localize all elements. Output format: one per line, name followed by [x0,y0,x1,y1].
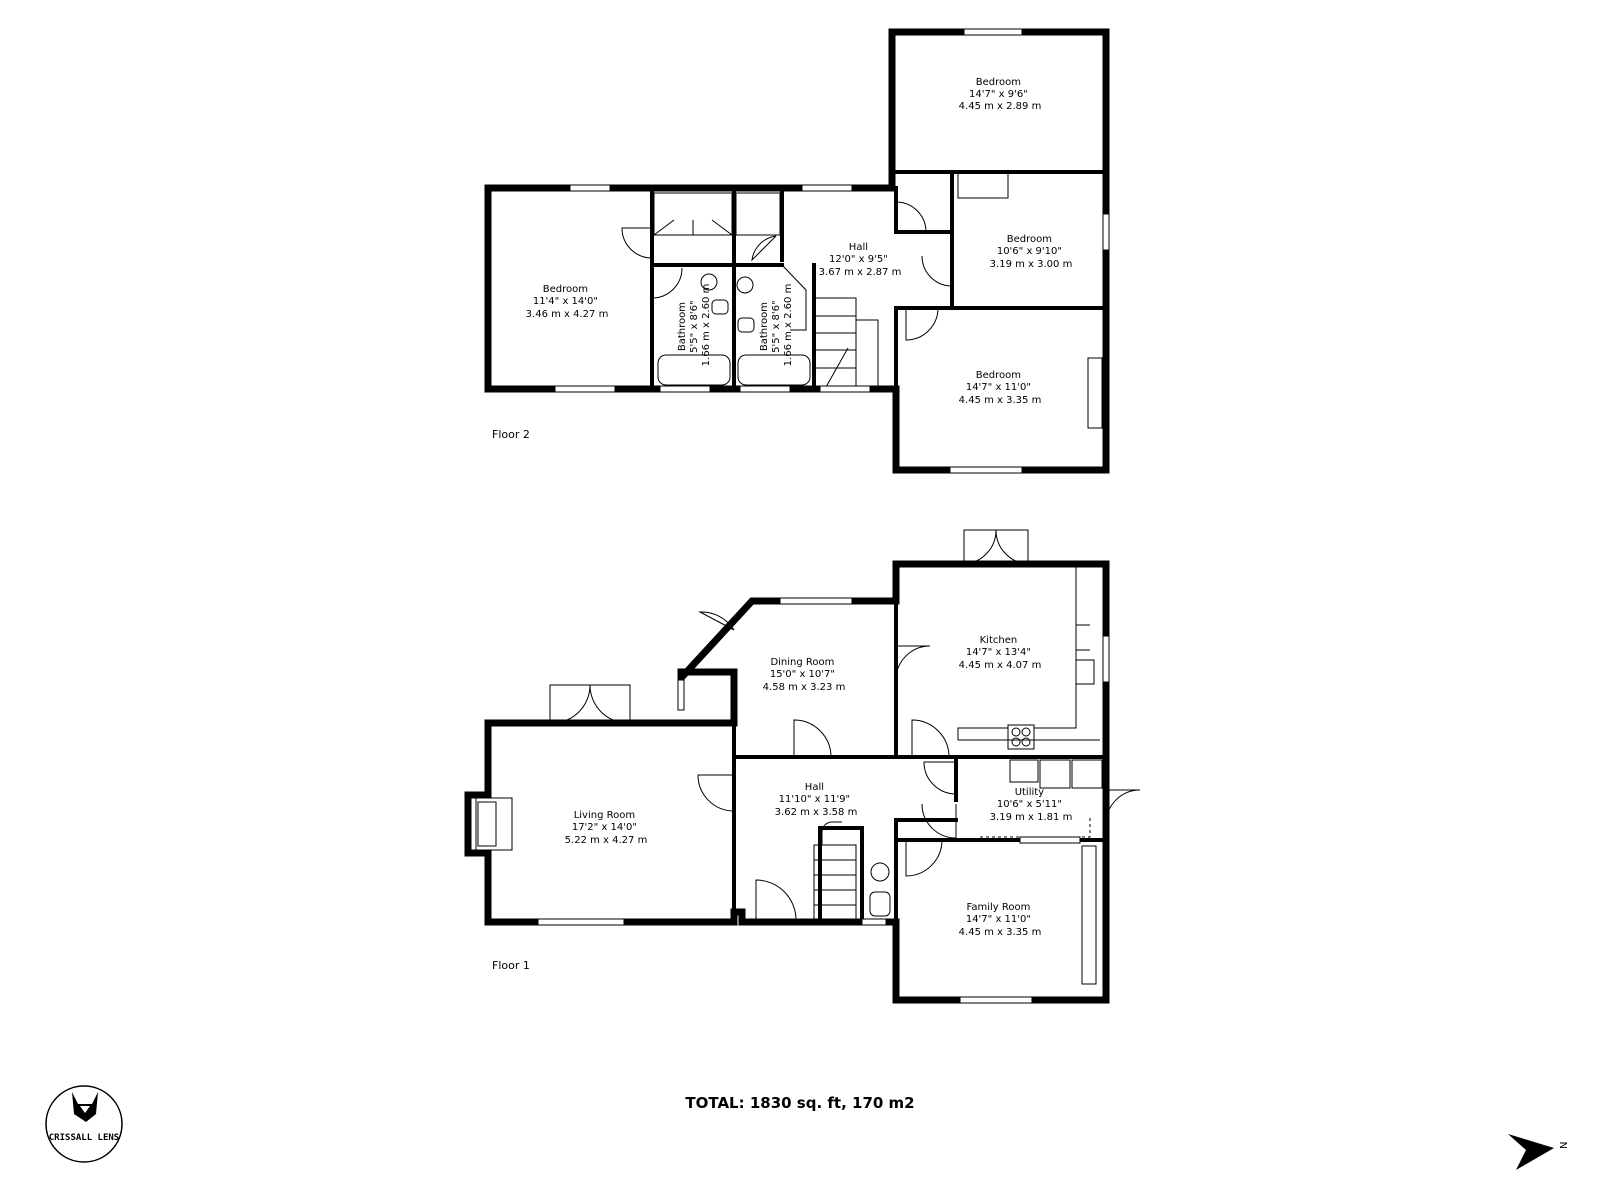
floor-1: Kitchen 14'7" x 13'4" 4.45 m x 4.07 m Di… [464,529,1141,1004]
north-arrow-icon: N [1508,1134,1570,1170]
room-size-metric: 5.22 m x 4.27 m [565,835,648,846]
kitchen-units [957,566,1100,750]
svg-text:Bedroom 14'7" x 9'6": Bedroom 14'7" x 9'6" 4.45 m x 2.89 m [959,77,1042,112]
floor-1-chimney [464,791,492,857]
room-size-imperial: 5'5" x 8'6" [771,300,782,352]
room-size-metric: 1.66 m x 2.60 m [701,284,712,367]
floor-2: Bedroom 14'7" x 9'6" 4.45 m x 2.89 m Hal… [484,28,1110,474]
room-size-imperial: 14'7" x 13'4" [966,647,1031,658]
svg-text:Bathroom 5'5" x 8'6": Bathroom 5'5" x 8'6" 1.66 m x 2.60 m [759,284,794,367]
room-name: Bathroom [677,302,688,351]
family-room-unit [1081,845,1097,985]
svg-text:Hall 11'10" x 11'9": Hall 11'10" x 11'9" 3.62 m x 3.58 m [775,782,858,818]
svg-text:Dining Room 15'0" x 10'7: Dining Room 15'0" x 10'7" 4.58 m x 3.23 … [763,657,846,693]
room-size-imperial: 17'2" x 14'0" [572,822,637,833]
floor-1-windows [537,597,1110,1004]
room-size-imperial: 10'6" x 5'11" [997,799,1062,810]
room-size-imperial: 14'7" x 11'0" [966,382,1031,393]
room-size-imperial: 15'0" x 10'7" [770,669,835,680]
room-size-imperial: 12'0" x 9'5" [829,254,888,265]
room-name: Bedroom [1007,234,1052,245]
room-name: Kitchen [980,635,1018,646]
room-size-imperial: 11'10" x 11'9" [779,794,851,805]
svg-text:Family Room 14'7" x 11'0: Family Room 14'7" x 11'0" 4.45 m x 3.35 … [959,902,1042,938]
floor-2-doors [621,172,1009,341]
room-name: Bedroom [976,77,1021,88]
total-area: TOTAL: 1830 sq. ft, 170 m2 [685,1094,915,1112]
room-size-metric: 4.45 m x 2.89 m [959,101,1042,112]
room-size-imperial: 14'7" x 11'0" [966,914,1031,925]
svg-text:Utility 10'6" x 5'11": Utility 10'6" x 5'11" 3.19 m x 1.81 m [990,787,1073,823]
room-size-metric: 4.45 m x 3.35 m [959,395,1042,406]
svg-text:Bathroom 5'5" x 8'6": Bathroom 5'5" x 8'6" 1.66 m x 2.60 m [677,284,712,367]
room-size-metric: 1.66 m x 2.60 m [783,284,794,367]
svg-text:Bedroom 14'7" x 11'0": Bedroom 14'7" x 11'0" 4.45 m x 3.35 m [959,370,1042,406]
utility-units [980,759,1103,838]
floor-2-outer-walls [484,28,1110,474]
room-name: Hall [805,782,824,793]
room-name: Bedroom [976,370,1021,381]
fireplace [475,797,513,851]
room-name: Bathroom [759,302,770,351]
room-size-metric: 3.19 m x 1.81 m [990,812,1073,823]
room-name: Dining Room [770,657,834,668]
room-size-metric: 3.19 m x 3.00 m [990,259,1073,270]
room-size-imperial: 11'4" x 14'0" [533,296,598,307]
room-size-metric: 3.62 m x 3.58 m [775,807,858,818]
svg-text:Kitchen 14'7" x 13'4": Kitchen 14'7" x 13'4" 4.45 m x 4.07 m [959,635,1042,671]
brand-logo: CRISSALL LENS [45,1085,123,1163]
svg-text:Bedroom 10'6" x 9'10": Bedroom 10'6" x 9'10" 3.19 m x 3.00 m [990,234,1073,270]
floor-1-doors [549,529,1141,921]
room-size-metric: 3.67 m x 2.87 m [819,267,902,278]
floor-2-label: Floor 2 [492,428,530,441]
room-name: Bedroom [543,284,588,295]
floor-2-windows [554,28,1110,474]
room-size-metric: 3.46 m x 4.27 m [526,309,609,320]
floor-1-label: Floor 1 [492,959,530,972]
room-size-imperial: 10'6" x 9'10" [997,246,1062,257]
room-size-metric: 4.45 m x 3.35 m [959,927,1042,938]
floor-2-wardrobes [653,192,781,236]
compass-label: N [1559,1142,1570,1149]
logo-text: CRISSALL LENS [49,1133,119,1143]
floor-2-bath-fixtures [657,264,811,386]
floor-1-stairs [813,821,857,921]
svg-text:Living Room 17'2" x 14'0: Living Room 17'2" x 14'0" 5.22 m x 4.27 … [565,810,648,846]
fox-icon [72,1092,98,1122]
room-name: Family Room [966,902,1030,913]
room-size-metric: 4.58 m x 3.23 m [763,682,846,693]
floor-1-wc-fixtures [869,862,891,917]
room-name: Utility [1015,787,1044,798]
floor-2-stairs [813,297,879,388]
room-name: Living Room [574,810,635,821]
room-size-imperial: 5'5" x 8'6" [689,300,700,352]
room-size-metric: 4.45 m x 4.07 m [959,660,1042,671]
room-size-imperial: 14'7" x 9'6" [969,89,1028,100]
svg-text:Bedroom 11'4" x 14'0": Bedroom 11'4" x 14'0" 3.46 m x 4.27 m [526,284,609,320]
svg-text:Hall 12'0" x 9'5": Hall 12'0" x 9'5" 3.67 m x 2.87 m [819,242,902,278]
room-name: Hall [849,242,868,253]
